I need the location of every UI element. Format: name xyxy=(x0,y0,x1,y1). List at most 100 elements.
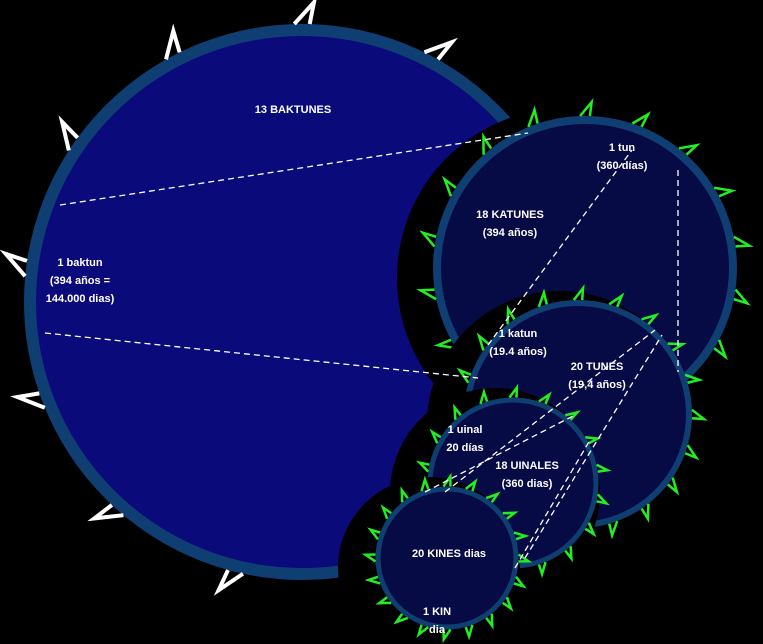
dashed-connector xyxy=(487,149,633,346)
katun-gear-tooth xyxy=(579,98,594,117)
tun-gear-tooth xyxy=(641,312,660,326)
katun-label-line: 1 katun xyxy=(498,328,538,340)
baktun-gear-tooth xyxy=(292,0,317,26)
uinal-gear-tooth xyxy=(596,493,610,506)
kin-gear-tooth xyxy=(513,576,527,589)
tun-gear-tooth xyxy=(667,342,687,352)
uinal-gear-tooth xyxy=(564,410,581,421)
dashed-connector xyxy=(424,414,576,493)
katun-gear-tooth xyxy=(733,235,754,248)
kin-gear xyxy=(375,486,519,630)
katun-gear-tooth xyxy=(678,143,701,156)
tun-gear-tooth xyxy=(537,288,548,308)
kin-gear-tooth xyxy=(502,596,514,612)
kin-gear-tooth xyxy=(442,628,452,644)
baktun-gear-tooth xyxy=(87,503,124,522)
tunes-label: 20 TUNES (19,4 años) xyxy=(568,358,625,394)
baktun-gear-tooth xyxy=(423,37,459,61)
tun-gear-tooth xyxy=(684,444,700,461)
katun-gear-tooth xyxy=(713,186,737,198)
tun-label-line: 1 tun xyxy=(608,142,636,154)
dashed-connector xyxy=(444,329,656,493)
uinal-gear-tooth xyxy=(596,463,612,473)
katun-gear-tooth xyxy=(713,339,728,361)
uinales-label: 18 UINALES (360 dias) xyxy=(495,457,559,493)
tun-gear-tooth xyxy=(608,292,625,308)
kin-gear-tooth xyxy=(375,596,392,605)
uinal-gear-tooth xyxy=(429,428,442,444)
uinal-gear-tooth xyxy=(584,522,597,538)
kin-gear-tooth xyxy=(464,624,474,641)
dashed-connector xyxy=(44,332,479,379)
katunes-label-line: 18 KATUNES xyxy=(476,209,544,221)
uinal-gear-tooth xyxy=(538,391,552,405)
uinal-gear-tooth xyxy=(416,460,430,473)
baktun-gear-tooth xyxy=(58,115,80,151)
uinal-gear-tooth xyxy=(453,403,462,420)
kin-gear-tooth xyxy=(513,531,530,541)
baktun-gear-tooth xyxy=(10,391,46,410)
katun-gear-tooth xyxy=(527,105,539,128)
katunes-label: 18 KATUNES (394 años) xyxy=(476,206,544,242)
dashed-connector xyxy=(524,334,663,559)
tunes-label-line: 20 TUNES xyxy=(570,361,624,373)
tun-gear-tooth xyxy=(608,520,619,540)
dashed-connector xyxy=(514,439,591,569)
uinal-label: 1 uinal 20 días xyxy=(446,421,483,457)
baktunes-label: 13 BAKTUNES xyxy=(254,104,332,116)
tun-label: 1 tun (360 días) xyxy=(597,139,648,175)
katun-gear-tooth xyxy=(433,338,457,350)
katun-label-line: (19.4 años) xyxy=(489,346,547,358)
kin-label-line: 1 KIN xyxy=(422,606,452,618)
kin-gear-tooth xyxy=(485,491,501,503)
uinal-label-line: 20 días xyxy=(446,442,484,454)
uinal-gear-tooth xyxy=(479,387,489,405)
baktun-label-line: (394 años = xyxy=(49,275,111,287)
kines-label: 20 KINES dias xyxy=(412,548,486,560)
katunes-label-line: (394 años) xyxy=(482,227,538,239)
tun-gear-tooth xyxy=(640,503,650,523)
kin-gear-tooth xyxy=(502,511,519,520)
kin-label-line: dia xyxy=(429,624,445,636)
katun-gear-tooth xyxy=(419,230,437,248)
tun-gear-tooth xyxy=(476,332,490,351)
baktun-label-line: 144.000 dias) xyxy=(45,293,115,305)
kin-gear-tooth xyxy=(361,553,377,563)
kin-gear-tooth xyxy=(465,478,478,492)
uinal-label-line: 1 uinal xyxy=(447,424,483,436)
kin-gear-tooth xyxy=(442,472,452,488)
katun-gear-tooth xyxy=(733,288,751,306)
katun-gear-tooth xyxy=(482,132,493,155)
baktun-gear-tooth xyxy=(0,249,28,278)
uinales-label-line: (360 dias) xyxy=(501,478,553,490)
baktun-label: 1 baktun (394 años = 144.000 dias) xyxy=(46,254,115,308)
tun-label-line: (360 días) xyxy=(596,160,648,172)
baktun-gear-tooth xyxy=(213,569,245,596)
uinales-label-line: 18 UINALES xyxy=(495,460,559,472)
katun-gear-tooth xyxy=(416,288,437,301)
kin-label: 1 KIN dia xyxy=(423,603,451,639)
dashed-connector xyxy=(59,132,529,206)
tun-gear-tooth xyxy=(666,477,680,496)
baktun-gear-tooth xyxy=(164,23,182,60)
kin-gear-tooth xyxy=(364,575,381,585)
tun-gear-tooth xyxy=(691,408,708,421)
tunes-label-line: (19,4 años) xyxy=(568,379,626,391)
uinal-gear-tooth xyxy=(564,546,573,563)
uinal-gear-tooth xyxy=(508,383,519,399)
tun-gear-tooth xyxy=(456,367,472,384)
katun-gear-tooth xyxy=(442,175,457,197)
uinal-gear-tooth xyxy=(537,561,547,579)
kin-gear-tooth xyxy=(416,624,429,638)
katun-gear-tooth xyxy=(631,111,652,128)
kin-gear-tooth xyxy=(400,486,409,503)
tun-gear-tooth xyxy=(572,284,585,301)
kin-gear-tooth xyxy=(380,504,392,520)
uinal-gear-tooth xyxy=(585,435,602,445)
kin-gear-tooth xyxy=(393,613,409,625)
katun-label: 1 katun (19.4 años) xyxy=(489,325,546,361)
kin-gear-tooth xyxy=(367,527,381,540)
kin-gear-tooth xyxy=(485,613,494,630)
